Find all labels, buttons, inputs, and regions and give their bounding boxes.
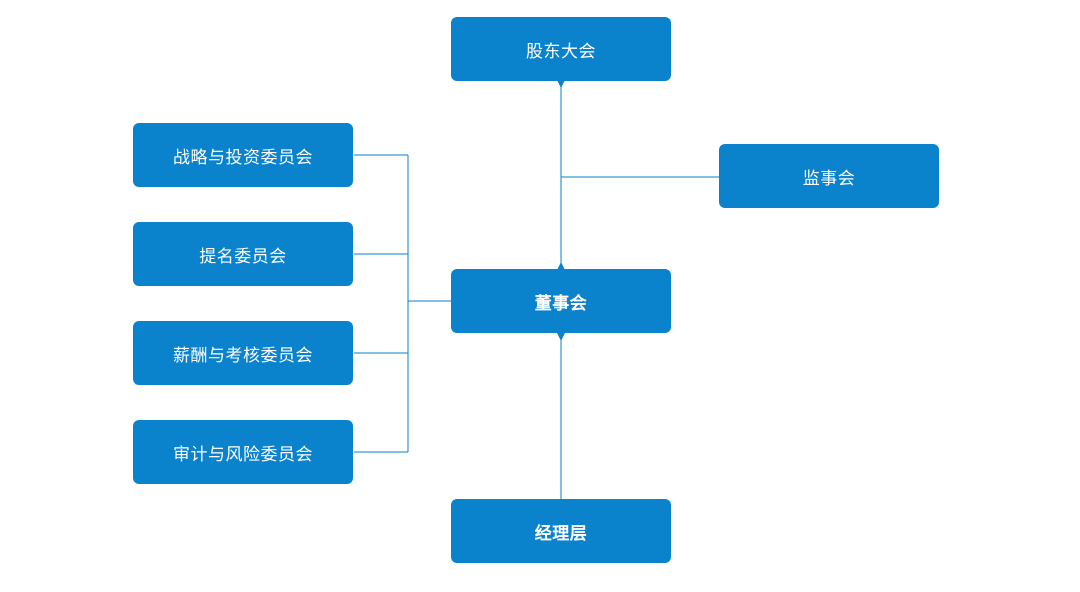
node-shareholders-meeting: 股东大会	[451, 17, 671, 81]
node-nomination-committee: 提名委员会	[133, 222, 353, 286]
pointer-board-top	[557, 262, 565, 270]
node-management: 经理层	[451, 499, 671, 563]
node-supervisory-board: 监事会	[719, 144, 939, 208]
node-audit-risk-committee: 审计与风险委员会	[133, 420, 353, 484]
pointer-shareholders-bottom	[557, 80, 565, 88]
node-board-of-directors: 董事会	[451, 269, 671, 333]
node-strategy-investment-committee: 战略与投资委员会	[133, 123, 353, 187]
pointer-board-bottom	[557, 333, 565, 341]
node-compensation-committee: 薪酬与考核委员会	[133, 321, 353, 385]
